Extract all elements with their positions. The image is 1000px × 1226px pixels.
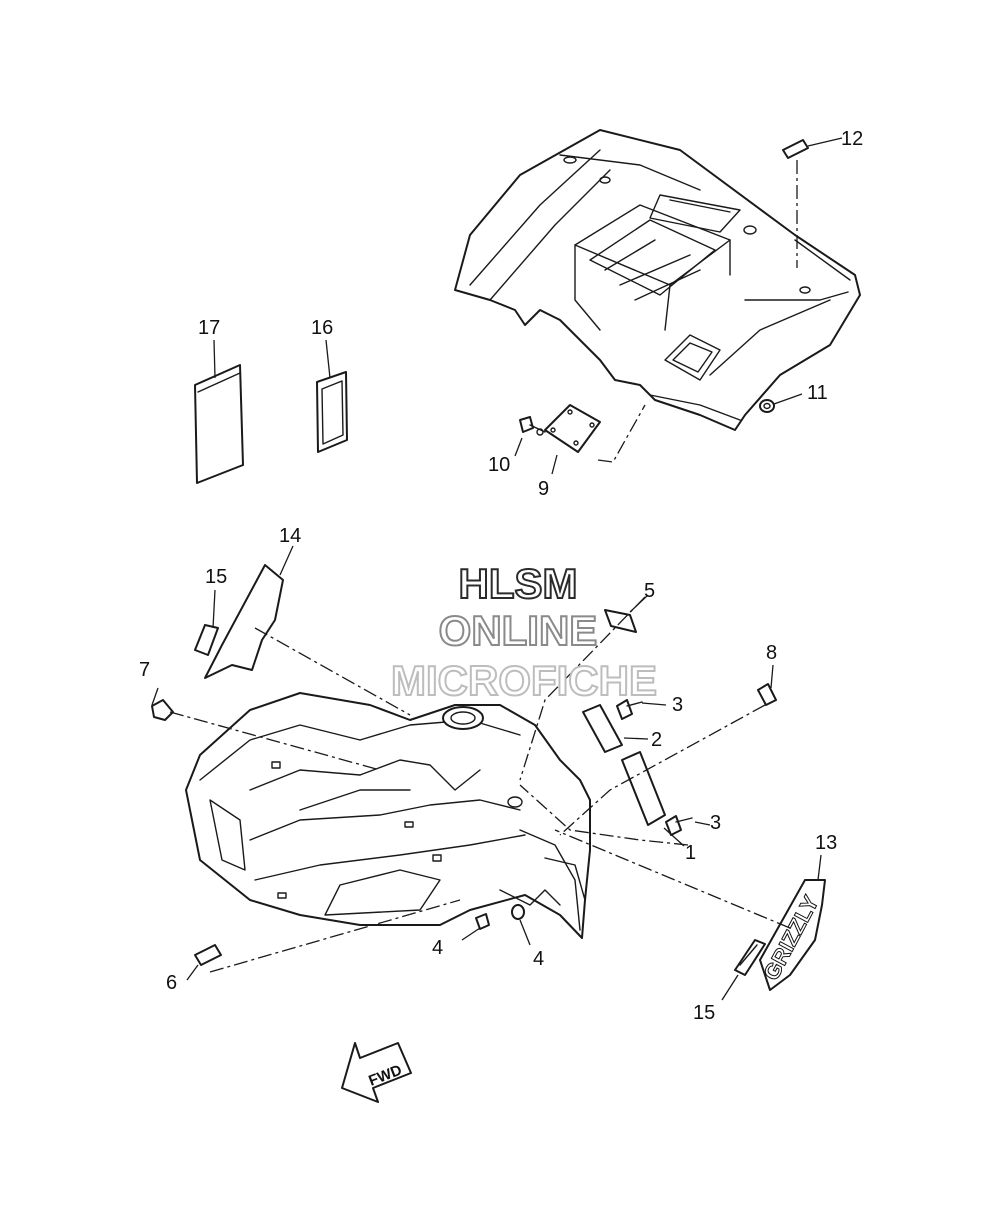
front-fender[interactable]: [185, 692, 591, 939]
label-5[interactable]: [604, 609, 637, 633]
callout-6: 6: [166, 972, 177, 994]
callout-3-lower: 3: [710, 812, 721, 834]
cover-plate-9[interactable]: [544, 404, 601, 453]
bracket-plate-2[interactable]: [582, 704, 623, 753]
callout-8: 8: [766, 642, 777, 664]
decal-15-upper[interactable]: [194, 624, 219, 656]
callout-16: 16: [311, 317, 333, 339]
callout-15-upper: 15: [205, 566, 227, 588]
callout-4-left: 4: [432, 937, 443, 959]
watermark-line-1: HLSM: [459, 560, 578, 607]
callout-14: 14: [279, 525, 301, 547]
decal-15-lower[interactable]: [734, 939, 766, 976]
callout-12: 12: [841, 128, 863, 150]
label-sheet-17[interactable]: [194, 364, 244, 484]
callout-3-upper: 3: [672, 694, 683, 716]
callout-1: 1: [685, 842, 696, 864]
callout-4-right: 4: [533, 948, 544, 970]
screw-4-left[interactable]: [475, 913, 490, 930]
callout-13: 13: [815, 832, 837, 854]
screw-3-lower[interactable]: [665, 815, 693, 836]
callout-17: 17: [198, 317, 220, 339]
callout-5: 5: [644, 580, 655, 602]
callout-7: 7: [139, 659, 150, 681]
bracket-plate-1[interactable]: [621, 751, 666, 826]
label-8[interactable]: [757, 683, 777, 706]
screw-10[interactable]: [519, 416, 546, 436]
nut-4-right[interactable]: [511, 904, 525, 920]
watermark-line-3: MICROFICHE: [391, 657, 657, 704]
callout-2: 2: [651, 729, 662, 751]
nut-11[interactable]: [759, 399, 775, 413]
screw-3-upper[interactable]: [616, 699, 643, 720]
label-16[interactable]: [316, 371, 348, 453]
callout-15-lower: 15: [693, 1002, 715, 1024]
emblem-13-grizzly[interactable]: GRIZZLY: [758, 879, 826, 991]
callout-10: 10: [488, 454, 510, 476]
label-6[interactable]: [194, 944, 222, 966]
emblem-7[interactable]: [151, 699, 174, 721]
callout-11: 11: [807, 382, 828, 404]
forward-direction-badge: FWD: [341, 1042, 412, 1103]
callout-9: 9: [538, 478, 549, 500]
decal-14[interactable]: [204, 564, 284, 679]
label-12[interactable]: [782, 139, 809, 159]
watermark: HLSM ONLINE MICROFICHE: [390, 559, 658, 705]
rear-fender[interactable]: [454, 129, 861, 431]
watermark-line-2: ONLINE: [439, 607, 598, 654]
callout-numbers: 1 2 3 3 4 4 5 6 7 8 9 10 11 12 13 14 15 …: [139, 128, 863, 1024]
